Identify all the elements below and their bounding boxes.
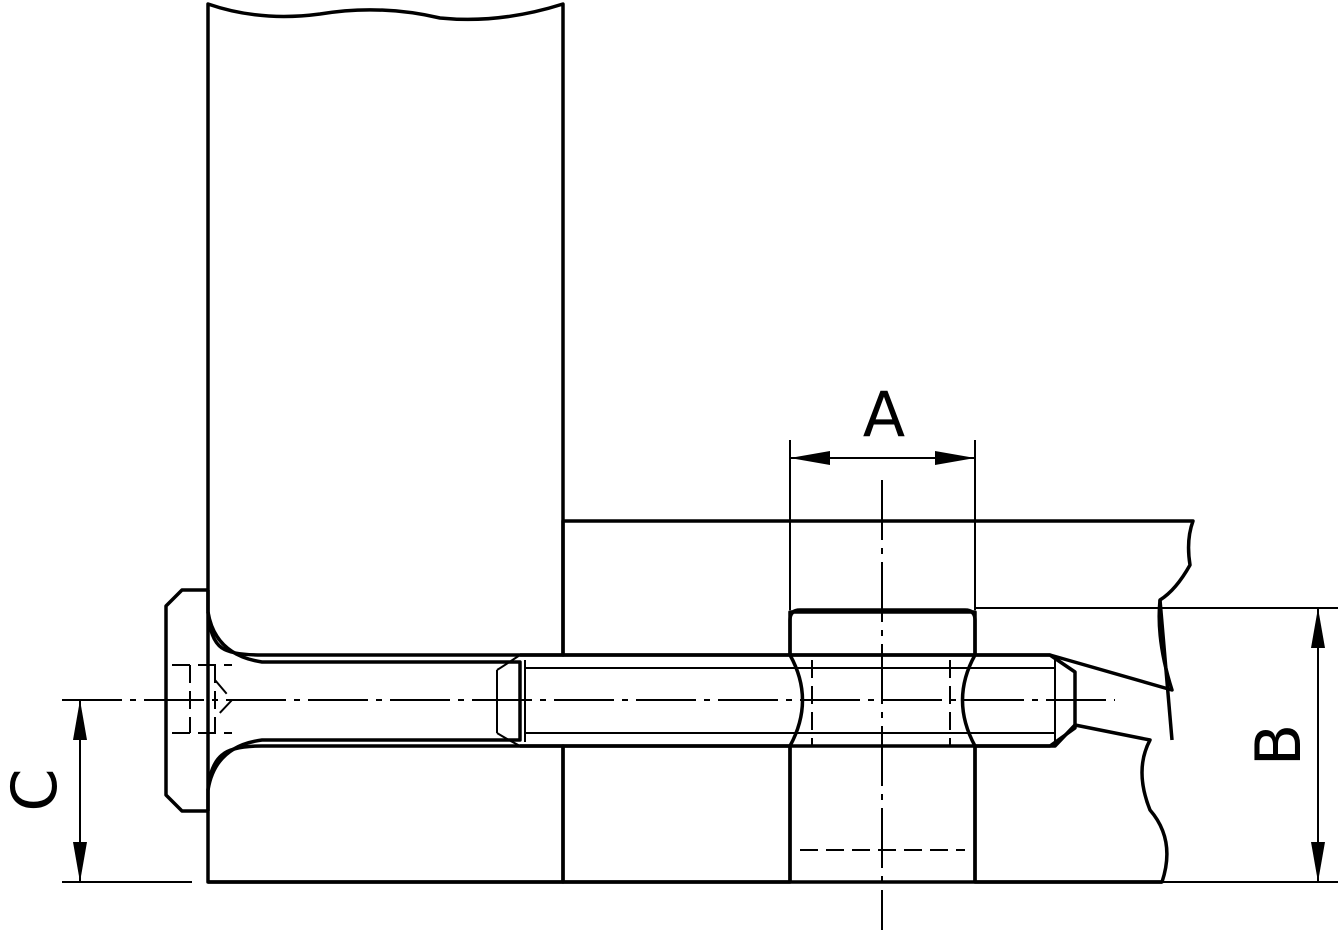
dimension-c-arrow-bottom xyxy=(73,842,87,882)
dimension-c-arrow-top xyxy=(73,700,87,740)
sleeve-nut-right-curve xyxy=(960,654,977,747)
dimension-a-arrow-left xyxy=(790,451,830,465)
dimension-c-label: C xyxy=(0,768,71,811)
screw-shank-taper-top xyxy=(496,654,521,671)
horizontal-plate-upper-section xyxy=(561,519,1195,692)
dimension-b-label: B xyxy=(1242,724,1315,767)
dimension-a: A xyxy=(789,378,976,610)
dimension-b-arrow-top xyxy=(1311,608,1325,648)
sleeve-nut-body xyxy=(788,608,977,657)
dimension-a-arrow-right xyxy=(935,451,975,465)
horizontal-plate xyxy=(561,519,1195,884)
horizontal-plate-lower-section-left xyxy=(561,744,792,884)
screw-shank-taper-bottom xyxy=(496,732,521,747)
horizontal-plate-lower-section-right xyxy=(973,723,1169,884)
dimension-b-arrow-bottom xyxy=(1311,842,1325,882)
vertical-plate-lower-section xyxy=(206,744,565,884)
vertical-plate xyxy=(206,2,565,884)
horizontal-plate-right-end-upper xyxy=(1158,599,1174,741)
dimension-c: C xyxy=(0,700,192,883)
vertical-plate-upper-section xyxy=(206,2,565,657)
dimension-a-label: A xyxy=(863,378,905,451)
